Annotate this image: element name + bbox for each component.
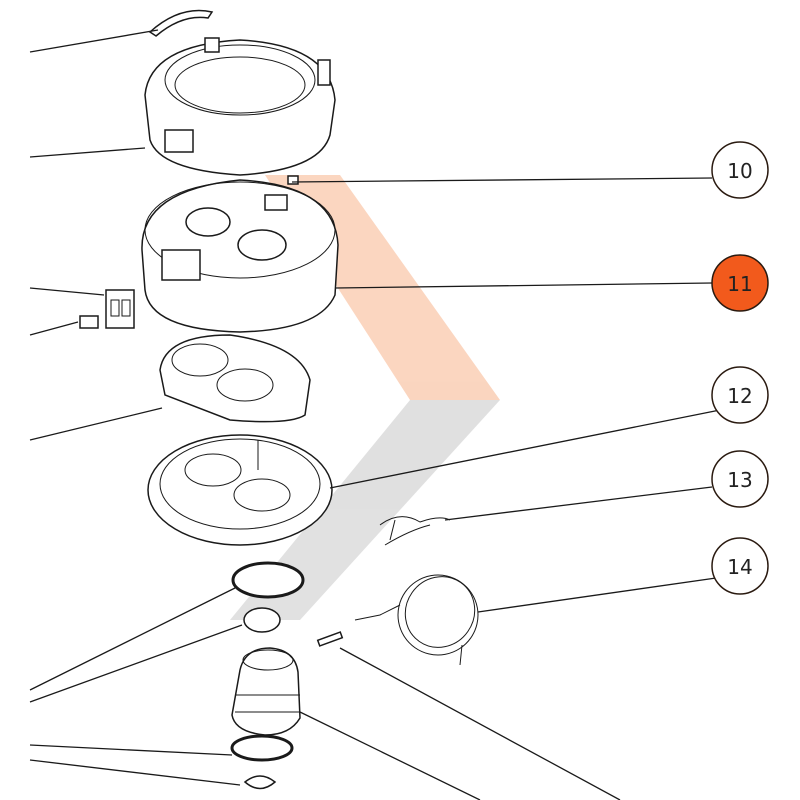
- handle-part: [148, 9, 214, 37]
- callout-12[interactable]: 12: [711, 366, 769, 424]
- top-cover-part: [144, 37, 336, 176]
- callout-label: 14: [727, 555, 752, 579]
- clip-part: [243, 775, 277, 790]
- motor-part: [231, 647, 301, 736]
- callout-11[interactable]: 11: [711, 254, 769, 312]
- leader-lines: [29, 29, 721, 800]
- callout-label: 12: [727, 384, 752, 408]
- seal-part: [243, 607, 281, 633]
- base-plate-part: [147, 434, 333, 546]
- screw-part-10: [287, 175, 299, 185]
- switch-part: [79, 315, 99, 329]
- motor-gasket-part: [230, 734, 294, 762]
- motor-housing-part: [141, 175, 339, 333]
- callout-label: 10: [727, 159, 752, 183]
- switch-plate-part: [79, 289, 135, 329]
- pin-part: [316, 631, 344, 647]
- callout-label: 11: [727, 272, 752, 296]
- baffle-part: [159, 334, 311, 423]
- gasket-part: [231, 561, 305, 599]
- callout-14[interactable]: 14: [711, 537, 769, 595]
- callout-13[interactable]: 13: [711, 450, 769, 508]
- callout-label: 13: [727, 468, 752, 492]
- power-cord-part: [354, 574, 479, 666]
- callout-10[interactable]: 10: [711, 141, 769, 199]
- wire-harness-part: [379, 516, 451, 546]
